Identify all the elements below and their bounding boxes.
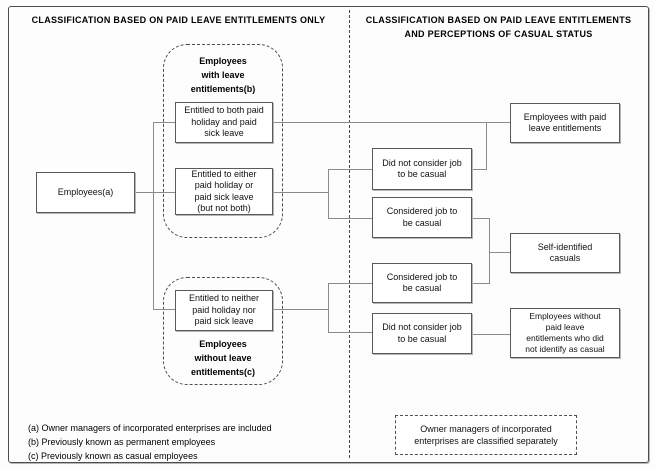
connector-line [328, 218, 372, 219]
left-column-header: CLASSIFICATION BASED ON PAID LEAVE ENTIT… [31, 15, 326, 25]
column-divider-dashed-line [349, 10, 350, 458]
considered-casual-box-2: Considered job to be casual [372, 263, 472, 303]
connector-line [328, 169, 329, 219]
connector-line [328, 332, 372, 333]
connector-line [273, 192, 328, 193]
connector-line [472, 169, 487, 170]
connector-line [328, 283, 329, 333]
figure-border [8, 6, 649, 463]
connector-line [273, 122, 510, 123]
employees-with-paid-leave-box: Employees with paid leave entitlements [510, 103, 620, 143]
considered-casual-box-1: Considered job to be casual [372, 197, 472, 238]
employees-box: Employees(a) [36, 172, 135, 213]
owner-managers-note-box: Owner managers of incorporated enterpris… [395, 415, 577, 455]
connector-line [153, 122, 175, 123]
connector-line [472, 218, 490, 219]
entitled-neither-box: Entitled to neither paid holiday nor pai… [175, 290, 273, 331]
connector-line [135, 192, 175, 193]
connector-line [486, 122, 487, 170]
entitled-either-box: Entitled to either paid holiday or paid … [175, 168, 273, 215]
without-leave-entitlements-group-label: Employees without leave entitlements(c) [190, 339, 255, 377]
without-leave-entitlements-group [163, 277, 283, 385]
connector-line [489, 252, 510, 253]
footnote-c: (c) Previously known as casual employees [28, 451, 198, 461]
connector-line [153, 309, 175, 310]
connector-line [328, 283, 372, 284]
with-leave-entitlements-group-label: Employees with leave entitlements(b) [190, 56, 256, 94]
entitled-both-box: Entitled to both paid holiday and paid s… [175, 102, 273, 143]
footnote-a: (a) Owner managers of incorporated enter… [28, 423, 272, 433]
footnote-b: (b) Previously known as permanent employ… [28, 437, 216, 447]
employees-without-paid-leave-box: Employees without paid leave entitlement… [510, 308, 620, 358]
connector-line [472, 283, 490, 284]
connector-line [489, 218, 490, 284]
with-leave-entitlements-group [163, 44, 283, 238]
connector-line [273, 309, 328, 310]
right-column-header: CLASSIFICATION BASED ON PAID LEAVE ENTIT… [365, 15, 632, 39]
connector-line [153, 122, 154, 310]
connector-line [472, 334, 510, 335]
connector-line [328, 169, 372, 170]
did-not-consider-casual-box-2: Did not consider job to be casual [372, 313, 472, 354]
did-not-consider-casual-box-1: Did not consider job to be casual [372, 148, 472, 190]
self-identified-casuals-box: Self-identified casuals [510, 233, 620, 273]
